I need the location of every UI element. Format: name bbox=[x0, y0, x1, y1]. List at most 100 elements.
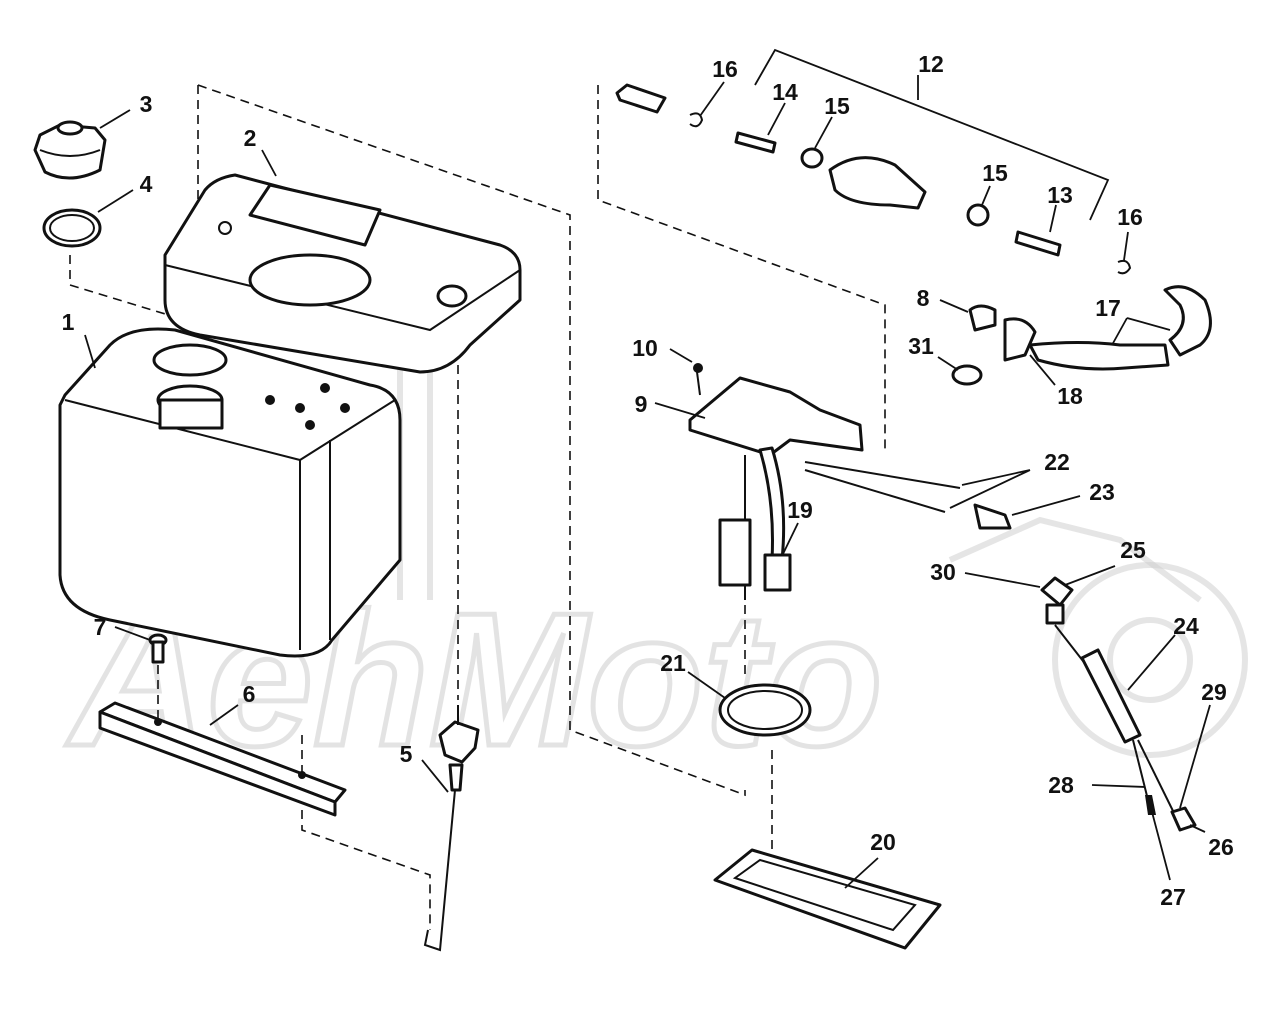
callout-19: 19 bbox=[787, 497, 813, 523]
tank-hole-e bbox=[305, 420, 315, 430]
wire-27 bbox=[1132, 739, 1149, 801]
callout-labels: 1 2 3 4 5 6 7 8 9 10 12 13 14 15 15 16 1… bbox=[62, 51, 1234, 910]
leader-lines bbox=[84, 48, 1211, 889]
gauge-rod bbox=[423, 705, 480, 952]
wire-22-a bbox=[804, 461, 961, 489]
check-valve-15-right bbox=[966, 203, 990, 227]
cover-label-window bbox=[248, 183, 382, 247]
tank-hole-c bbox=[320, 383, 330, 393]
fuel-tank bbox=[58, 327, 402, 658]
callout-12: 12 bbox=[918, 51, 944, 77]
wire-22-b bbox=[804, 469, 946, 513]
leader-8 bbox=[939, 299, 969, 313]
gasket-21-inner bbox=[727, 690, 803, 730]
leader-6 bbox=[209, 704, 239, 726]
leader-10 bbox=[669, 348, 693, 363]
terminal-28 bbox=[1145, 795, 1156, 815]
leader-26 bbox=[1189, 824, 1206, 833]
primer-bulb bbox=[828, 156, 927, 210]
wire-29 bbox=[1137, 739, 1176, 816]
tank-filler-thread bbox=[158, 398, 224, 430]
callout-23: 23 bbox=[1089, 479, 1115, 505]
leader-15b bbox=[981, 185, 991, 206]
harness-sleeve-24 bbox=[1080, 648, 1142, 744]
leader-1 bbox=[84, 334, 96, 369]
clamp-8 bbox=[968, 304, 997, 332]
clamp-31 bbox=[951, 364, 983, 386]
leader-2 bbox=[261, 149, 277, 177]
plate-20 bbox=[713, 848, 942, 950]
plate-body bbox=[713, 848, 942, 950]
connector-18 bbox=[1003, 317, 1037, 362]
tank-hole-d bbox=[340, 403, 350, 413]
leader-19 bbox=[781, 522, 799, 557]
leader-7 bbox=[114, 626, 151, 641]
leader-29 bbox=[1179, 704, 1211, 809]
o-ring-inner bbox=[49, 214, 95, 242]
callout-15-right: 15 bbox=[982, 160, 1008, 186]
leader-4 bbox=[97, 189, 134, 213]
cover-gauge-hole bbox=[436, 284, 468, 308]
callout-18: 18 bbox=[1057, 383, 1083, 409]
callout-29: 29 bbox=[1201, 679, 1227, 705]
filler-cap bbox=[33, 120, 107, 180]
callout-6: 6 bbox=[243, 681, 256, 707]
callout-1: 1 bbox=[62, 309, 75, 335]
callout-3: 3 bbox=[140, 91, 153, 117]
gauge-float bbox=[448, 763, 464, 792]
callout-30: 30 bbox=[930, 559, 956, 585]
leader-5 bbox=[421, 759, 449, 793]
bracket-hole-a bbox=[154, 718, 162, 726]
leader-18 bbox=[1029, 354, 1056, 386]
leader-16a bbox=[699, 81, 725, 117]
callout-31: 31 bbox=[908, 333, 934, 359]
leader-20 bbox=[844, 857, 879, 889]
cover-screw-hole bbox=[218, 221, 232, 235]
leader-24 bbox=[1127, 634, 1176, 691]
sender-head-25 bbox=[1040, 576, 1074, 607]
hose-sleeve bbox=[615, 83, 667, 114]
cap-body bbox=[33, 123, 107, 180]
pickup-tube bbox=[758, 446, 786, 562]
primer-bulb-line bbox=[615, 83, 1132, 275]
callout-28: 28 bbox=[1048, 772, 1074, 798]
callout-2: 2 bbox=[244, 125, 257, 151]
callout-14: 14 bbox=[772, 79, 798, 105]
leader-23 bbox=[1011, 495, 1081, 516]
sender-body-30 bbox=[1045, 603, 1065, 625]
leader-28 bbox=[1091, 784, 1146, 788]
callout-20: 20 bbox=[870, 829, 896, 855]
callout-22: 22 bbox=[1044, 449, 1070, 475]
sender-harness bbox=[1040, 576, 1197, 832]
callout-25: 25 bbox=[1120, 537, 1146, 563]
dash-ring-to-tank bbox=[69, 255, 186, 321]
tank-pickup-opening bbox=[152, 343, 228, 377]
leader-15a bbox=[814, 116, 833, 149]
pickup-float-sender bbox=[718, 518, 752, 587]
callout-17: 17 bbox=[1095, 295, 1121, 321]
cap-ridge bbox=[39, 149, 101, 157]
callout-5: 5 bbox=[400, 741, 413, 767]
callout-15-left: 15 bbox=[824, 93, 850, 119]
fitting-13 bbox=[1014, 230, 1062, 257]
pickup-assembly bbox=[688, 363, 1012, 600]
clamp-16-left bbox=[689, 112, 704, 128]
leader-27 bbox=[1151, 811, 1171, 881]
leader-30 bbox=[964, 572, 1041, 588]
plate-inset bbox=[732, 858, 917, 932]
cap-knob bbox=[56, 120, 84, 136]
tank-hole-a bbox=[265, 395, 275, 405]
leader-31 bbox=[937, 356, 959, 371]
callout-13: 13 bbox=[1047, 182, 1073, 208]
callout-10: 10 bbox=[632, 335, 658, 361]
bracket-side bbox=[98, 710, 337, 817]
screw-10-head bbox=[693, 363, 703, 373]
watermark-hub bbox=[1107, 617, 1193, 703]
leader-14 bbox=[767, 102, 786, 136]
screw-10 bbox=[696, 371, 701, 396]
bracket-hole-b bbox=[298, 771, 306, 779]
fuel-hose-17-a bbox=[1028, 341, 1170, 371]
leader-17 bbox=[1111, 317, 1171, 346]
screw-7-shank bbox=[151, 640, 165, 664]
